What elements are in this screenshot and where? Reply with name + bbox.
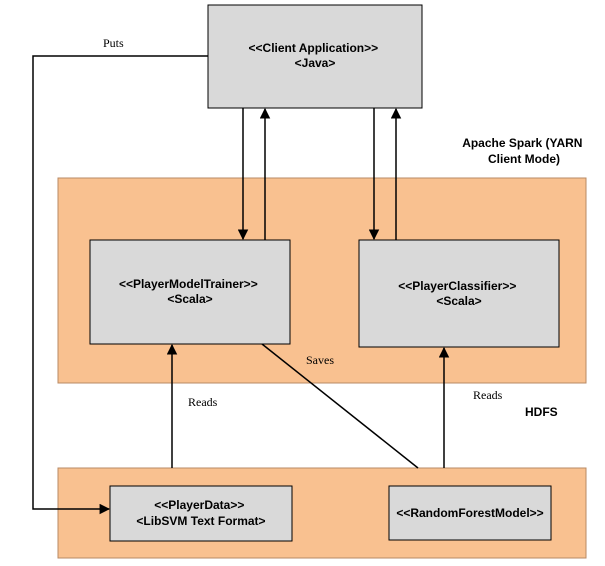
edge-puts-label: Puts — [103, 36, 124, 50]
player-model-trainer-node: <<PlayerModelTrainer>> <Scala> — [89, 239, 291, 345]
spark-region-label: Apache Spark (YARN Client Mode) — [462, 136, 586, 166]
player-classifier-node: <<PlayerClassifier>> <Scala> — [358, 239, 560, 348]
random-forest-model-node: <<RandomForestModel>> — [388, 485, 552, 541]
edge-puts — [32, 55, 208, 515]
edge-reads-trainer-label: Reads — [188, 395, 218, 409]
player-data-node: <<PlayerData>> <LibSVM Text Format> — [109, 485, 293, 542]
svg-text:<<PlayerClassifier>> <Sc: <<PlayerClassifier>> <Scala> — [398, 279, 519, 308]
client-application-node: <<Client Application>> <Java> — [207, 4, 423, 109]
edge-saves — [261, 343, 419, 469]
svg-text:<<PlayerData>> <LibSVM T: <<PlayerData>> <LibSVM Text Format> — [136, 498, 265, 528]
hdfs-region-label: HDFS — [525, 405, 558, 419]
svg-text:<<PlayerModelTrainer>> <: <<PlayerModelTrainer>> <Scala> — [119, 277, 261, 306]
edge-reads-classifier-label: Reads — [473, 388, 503, 402]
svg-text:<<Client Application>> <: <<Client Application>> <Java> — [249, 41, 382, 70]
edge-saves-label: Saves — [306, 353, 334, 367]
svg-text:<<RandomForestModel>>: <<RandomForestModel>> — [396, 506, 543, 520]
